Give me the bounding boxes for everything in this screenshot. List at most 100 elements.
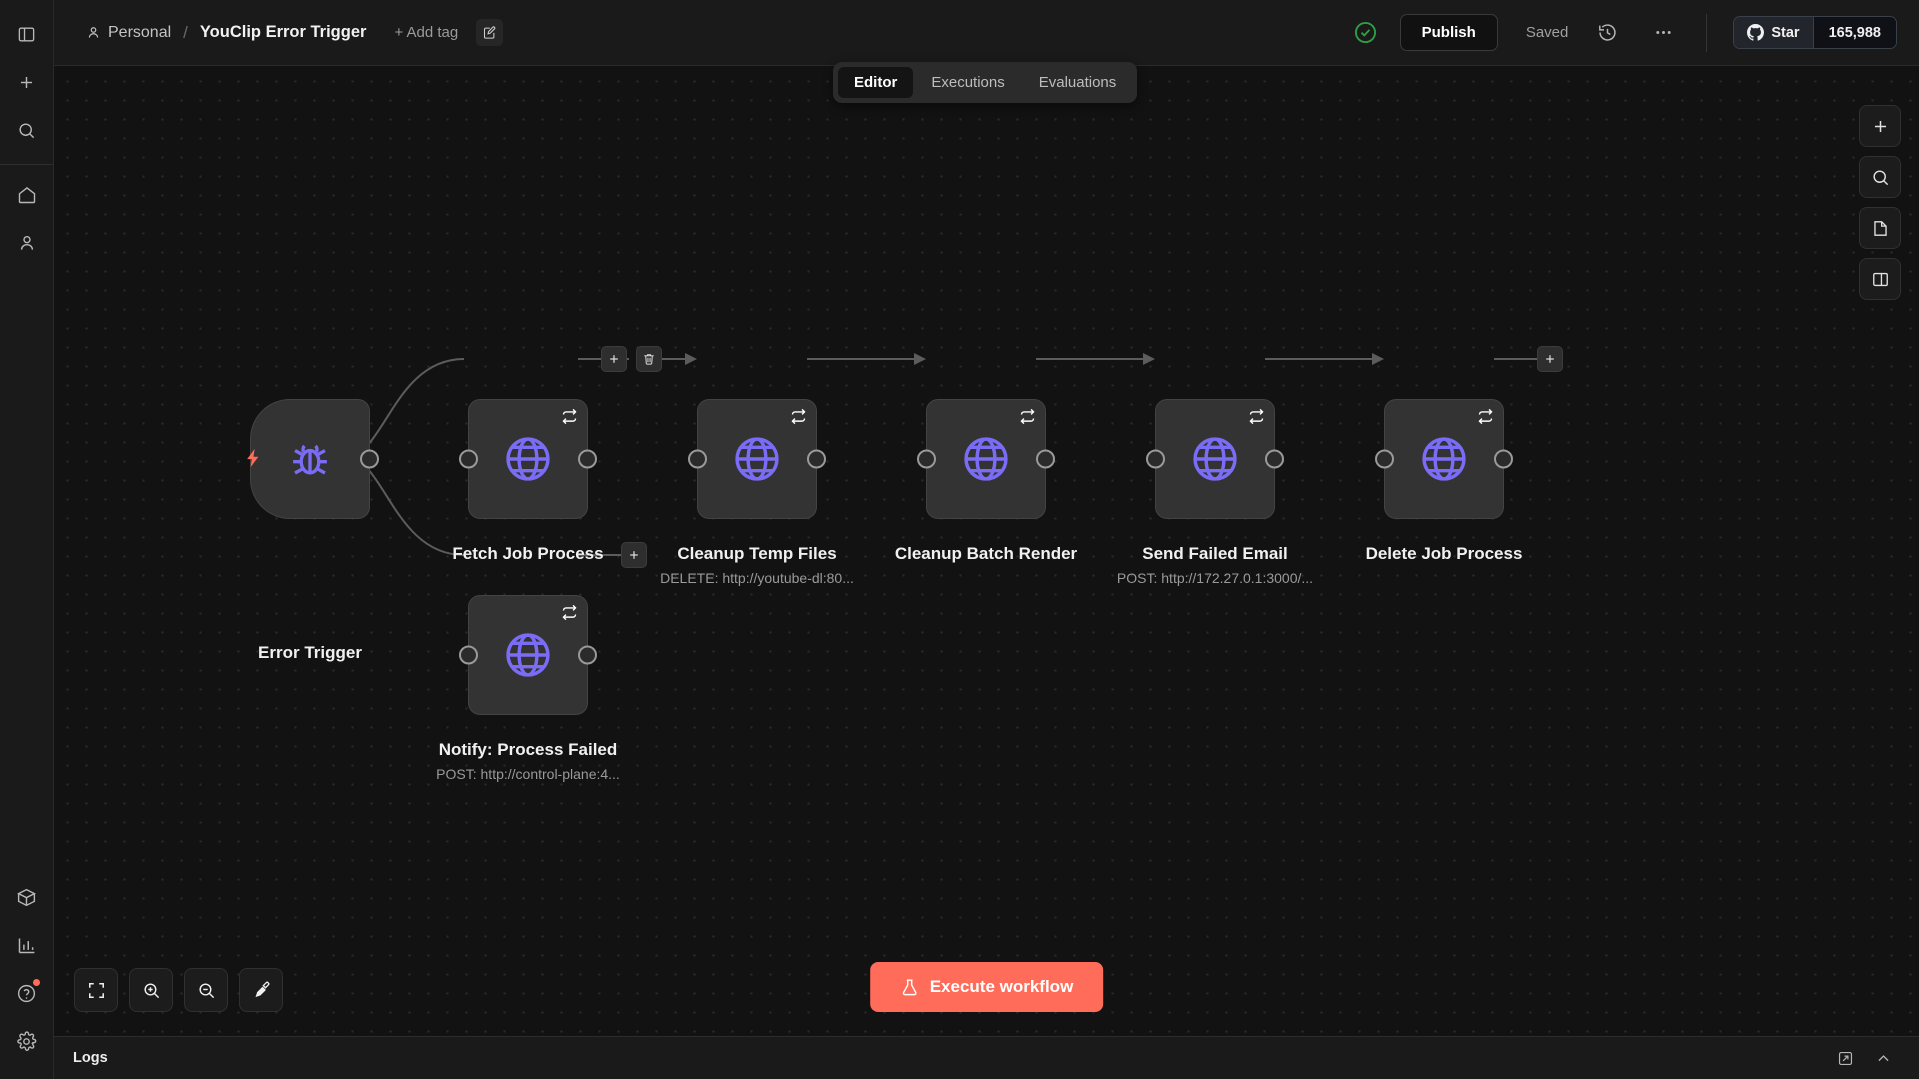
flask-icon [902, 979, 917, 995]
page-title[interactable]: YouClip Error Trigger [199, 23, 367, 41]
edit-note-icon[interactable] [476, 19, 504, 46]
node-label-cleanup-temp-files: Cleanup Temp Files [677, 544, 837, 563]
search-icon[interactable] [8, 111, 46, 149]
node-cleanup-temp-files[interactable] [688, 399, 826, 519]
breadcrumb-project[interactable]: Personal [86, 24, 171, 42]
top-bar-divider [1706, 13, 1708, 52]
github-icon [1747, 24, 1765, 41]
top-bar-right: Publish Saved Star [1353, 0, 1919, 65]
retry-icon [561, 408, 578, 425]
breadcrumb: Personal / YouClip Error Trigger + Add t… [86, 19, 504, 46]
tidy-up-icon[interactable] [239, 968, 283, 1012]
node-subtitle-cleanup-temp-files: DELETE: http://youtube-dl:80... [660, 570, 854, 586]
node-fetch-job-process[interactable] [459, 399, 597, 519]
add-node-icon[interactable] [1859, 105, 1901, 147]
add-node-between-button[interactable] [601, 346, 627, 372]
sticky-note-icon[interactable] [1859, 207, 1901, 249]
plus-icon[interactable] [8, 63, 46, 101]
node-label-notify-process-failed: Notify: Process Failed [438, 740, 618, 759]
left-sidebar [0, 0, 54, 1079]
tab-executions[interactable]: Executions [931, 74, 1005, 91]
node-label-delete-job-process: Delete Job Process [1365, 544, 1523, 563]
breadcrumb-project-label: Personal [108, 23, 172, 41]
arrow-head-delete [1372, 353, 1384, 365]
panel-toggle-icon[interactable] [8, 15, 46, 53]
github-star-count: 165,988 [1812, 17, 1896, 48]
plus-icon [1546, 355, 1554, 363]
retry-icon [790, 408, 807, 425]
retry-icon [1248, 408, 1265, 425]
output-port[interactable] [360, 449, 379, 469]
input-port[interactable] [917, 449, 936, 469]
help-notification-badge [32, 979, 40, 986]
history-icon[interactable] [1590, 16, 1624, 50]
side-panel-icon[interactable] [1859, 258, 1901, 300]
output-port[interactable] [1494, 449, 1513, 469]
check-circle-icon [1354, 21, 1376, 44]
output-port[interactable] [1265, 449, 1284, 469]
sidebar-bottom-group [0, 873, 53, 1079]
zoom-in-icon[interactable] [129, 968, 173, 1012]
node-label-fetch-job-process: Fetch Job Process [452, 544, 604, 563]
workflow-canvas[interactable]: Error Trigger Fetch Job Process [54, 66, 1919, 1036]
add-tag-button[interactable]: + Add tag [394, 24, 459, 41]
canvas-zoom-toolbar [74, 968, 283, 1012]
publish-button[interactable]: Publish [1399, 14, 1498, 51]
open-in-new-window-icon[interactable] [1831, 1044, 1859, 1072]
globe-icon [964, 437, 1008, 481]
chevron-up-icon[interactable] [1869, 1044, 1897, 1072]
github-star-button[interactable]: Star 165,988 [1733, 16, 1897, 49]
person-icon[interactable] [8, 224, 46, 262]
node-delete-job-process[interactable] [1375, 399, 1513, 519]
retry-icon [561, 604, 578, 621]
input-port[interactable] [1375, 449, 1394, 469]
logs-title[interactable]: Logs [73, 1050, 108, 1066]
input-port[interactable] [459, 449, 478, 469]
github-star-left: Star [1734, 17, 1813, 48]
input-port[interactable] [459, 645, 478, 665]
logs-bar: Logs [54, 1036, 1919, 1079]
tab-evaluations[interactable]: Evaluations [1038, 74, 1117, 91]
trigger-bolt-icon [242, 447, 264, 474]
saved-status-label: Saved [1525, 24, 1569, 41]
bar-chart-icon[interactable] [8, 926, 46, 964]
output-port[interactable] [578, 449, 597, 469]
help-circle-icon[interactable] [8, 974, 46, 1012]
bug-icon [293, 444, 327, 475]
globe-icon [735, 437, 779, 481]
node-subtitle-notify-process-failed: POST: http://control-plane:4... [436, 766, 620, 782]
globe-icon [1193, 437, 1237, 481]
sidebar-nav-group [0, 171, 53, 267]
package-icon[interactable] [8, 878, 46, 916]
node-error-trigger[interactable] [250, 399, 379, 519]
output-port[interactable] [578, 645, 597, 665]
zoom-to-fit-icon[interactable] [74, 968, 118, 1012]
add-node-end-button-bottom[interactable] [621, 542, 647, 568]
add-node-end-button-top[interactable] [1537, 346, 1563, 372]
gear-icon[interactable] [8, 1022, 46, 1060]
tab-editor[interactable]: Editor [838, 67, 914, 98]
more-options-icon[interactable] [1646, 16, 1680, 50]
output-port[interactable] [807, 449, 826, 469]
input-port[interactable] [688, 449, 707, 469]
status-badge [1353, 20, 1378, 45]
input-port[interactable] [1146, 449, 1165, 469]
node-label-cleanup-batch-render: Cleanup Batch Render [894, 544, 1078, 563]
home-icon[interactable] [8, 176, 46, 214]
arrow-head-cleanup [685, 353, 697, 365]
globe-icon [1422, 437, 1466, 481]
node-label-error-trigger: Error Trigger [258, 643, 362, 662]
node-send-failed-email[interactable] [1146, 399, 1284, 519]
search-icon[interactable] [1859, 156, 1901, 198]
globe-icon [506, 437, 550, 481]
node-notify-process-failed[interactable] [459, 595, 597, 715]
delete-connection-button[interactable] [636, 346, 662, 372]
execute-workflow-button[interactable]: Execute workflow [869, 962, 1104, 1012]
retry-icon [1477, 408, 1494, 425]
node-cleanup-batch-render[interactable] [917, 399, 1055, 519]
plus-icon [610, 355, 618, 363]
logs-actions [1831, 1044, 1897, 1072]
zoom-out-icon[interactable] [184, 968, 228, 1012]
output-port[interactable] [1036, 449, 1055, 469]
arrow-head-email [1143, 353, 1155, 365]
